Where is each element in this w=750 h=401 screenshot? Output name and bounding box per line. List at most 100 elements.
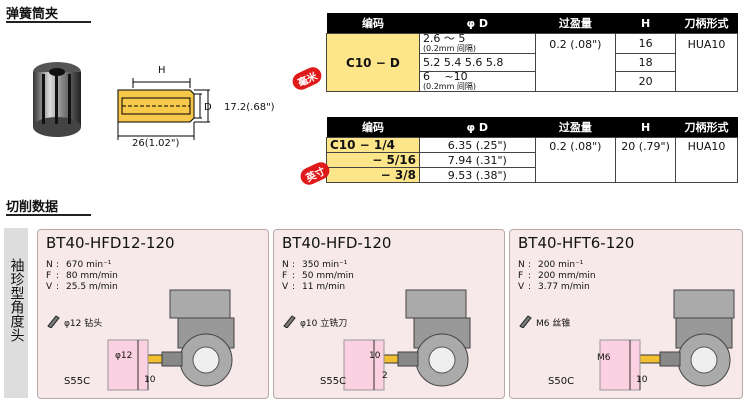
section-title-cutting-data: 切削数据 (6, 200, 59, 215)
h-value: 18 (615, 53, 677, 72)
diameter-value: 9.53 (.38") (418, 167, 536, 183)
dimension-a: φ12 (115, 351, 133, 361)
v-unit: m/min (316, 282, 346, 292)
diameter-note: (0.2mm 间隔) (422, 82, 477, 91)
metric-spec-table: 编码 φ D 过盈量 H 刀柄形式 C10 − D 2.6 ～ 5(0.2mm … (326, 13, 738, 92)
table-row: − 5/16 7.94 (.31") (326, 152, 738, 168)
metric-badge: 毫米 (289, 64, 325, 93)
drill-icon (47, 315, 60, 328)
dimension-a: M6 (597, 353, 611, 363)
material-label: S55C (320, 376, 347, 387)
dimension-b: 2 (382, 371, 388, 381)
h-label: H (158, 65, 166, 76)
tool-label: M6 丝锥 (536, 316, 570, 329)
shank-value: HUA10 (675, 137, 738, 183)
inch-code: − 5/16 (326, 152, 420, 168)
diameter-note: (0.2mm 间隔) (422, 44, 477, 53)
f-unit: mm/min (558, 271, 596, 281)
f-value: 200 (538, 271, 556, 281)
v-value: 3.77 (538, 282, 559, 292)
tool-size: M6 (536, 319, 550, 329)
header-diameter: φ D (419, 13, 536, 34)
param-label: F (518, 271, 524, 281)
diameter-cell: 6 ~10(0.2mm 间隔) (418, 70, 536, 92)
length-dimension: 26(1.02") (132, 138, 180, 149)
diameter-value: 6 ~10 (422, 70, 468, 83)
d-label: D (204, 102, 212, 113)
param-label: V (518, 282, 525, 292)
n-unit: min⁻¹ (558, 260, 584, 270)
header-code: 编码 (326, 13, 420, 34)
interference-value: 0.2 (.08") (534, 33, 617, 92)
tool-type: 立铣刀 (320, 319, 348, 329)
card-title: BT40-HFT6-120 (518, 234, 635, 252)
inch-code: C10 − 1/4 (326, 137, 420, 153)
tool-size: φ10 (300, 319, 318, 329)
tool-label: φ10 立铣刀 (300, 316, 347, 329)
n-value: 350 (302, 260, 320, 270)
material-label: S55C (64, 376, 91, 387)
n-unit: min⁻¹ (86, 260, 112, 270)
card-title: BT40-HFD-120 (282, 234, 392, 252)
param-colon: : (292, 260, 296, 270)
side-category-label: 袖珍型角度头 (4, 228, 28, 398)
param-colon: : (292, 282, 296, 292)
header-diameter: φ D (419, 117, 536, 138)
f-unit: mm/min (316, 271, 354, 281)
params-block: N:670 min⁻¹ F:80 mm/min V:25.5 m/min (46, 260, 118, 293)
metric-code: C10 − D (326, 33, 420, 92)
interference-value: 0.2 (.08") (534, 137, 617, 183)
cutting-card-3: BT40-HFT6-120 N:200 min⁻¹ F:200 mm/min V… (509, 229, 743, 399)
side-label-text: 袖珍型角度头 (8, 258, 25, 342)
param-label: F (282, 271, 288, 281)
tap-icon (519, 315, 532, 328)
param-label: N (46, 260, 53, 270)
diameter-value: 7.94 (.31") (418, 152, 536, 168)
diameter-value: 6.35 (.25") (418, 137, 536, 153)
table-row: C10 − 1/4 6.35 (.25") 0.2 (.08") 20 (.79… (326, 137, 738, 183)
v-value: 11 (302, 282, 314, 292)
inch-spec-table: 编码 φ D 过盈量 H 刀柄形式 C10 − 1/4 6.35 (.25") … (326, 117, 738, 183)
cutting-card-1: BT40-HFD12-120 N:670 min⁻¹ F:80 mm/min V… (37, 229, 269, 399)
header-interference: 过盈量 (535, 117, 616, 138)
h-value: 20 (615, 71, 677, 92)
params-block: N:200 min⁻¹ F:200 mm/min V:3.77 m/min (518, 260, 596, 293)
param-colon: : (292, 271, 296, 281)
end-mill-icon (283, 315, 296, 328)
angle-head-diagram (107, 289, 235, 391)
h-value: 16 (615, 33, 677, 54)
param-colon: : (528, 282, 532, 292)
table-row: − 3/8 9.53 (.38") (326, 167, 738, 183)
param-colon: : (528, 271, 532, 281)
collet-image (33, 62, 81, 137)
header-shank: 刀柄形式 (675, 117, 738, 138)
angle-head-diagram (343, 289, 471, 391)
v-unit: m/min (560, 282, 590, 292)
dimension-b: 10 (144, 375, 156, 385)
params-block: N:350 min⁻¹ F:50 mm/min V:11 m/min (282, 260, 354, 293)
param-colon: : (528, 260, 532, 270)
n-value: 670 (66, 260, 84, 270)
param-colon: : (56, 282, 60, 292)
header-code: 编码 (326, 117, 420, 138)
header-h: H (615, 13, 676, 34)
height-dimension: 17.2(.68") (224, 102, 275, 113)
param-label: N (282, 260, 289, 270)
tool-type: 丝锥 (552, 319, 571, 329)
section-underline (6, 214, 91, 216)
tool-label: φ12 钻头 (64, 316, 102, 329)
h-value: 20 (.79") (615, 137, 677, 183)
dimension-b: 10 (636, 375, 648, 385)
f-unit: mm/min (80, 271, 118, 281)
tool-type: 钻头 (84, 319, 103, 329)
header-shank: 刀柄形式 (675, 13, 738, 34)
cutting-card-2: BT40-HFD-120 N:350 min⁻¹ F:50 mm/min V:1… (273, 229, 505, 399)
param-colon: : (56, 271, 60, 281)
v-unit: m/min (88, 282, 118, 292)
n-value: 200 (538, 260, 556, 270)
shank-value: HUA10 (675, 33, 738, 92)
collet-dimension-diagram (117, 78, 210, 140)
tool-size: φ12 (64, 319, 82, 329)
section-title-collets: 弹簧筒夹 (6, 7, 59, 22)
diameter-value: 2.6 ～ 5 (422, 32, 466, 45)
